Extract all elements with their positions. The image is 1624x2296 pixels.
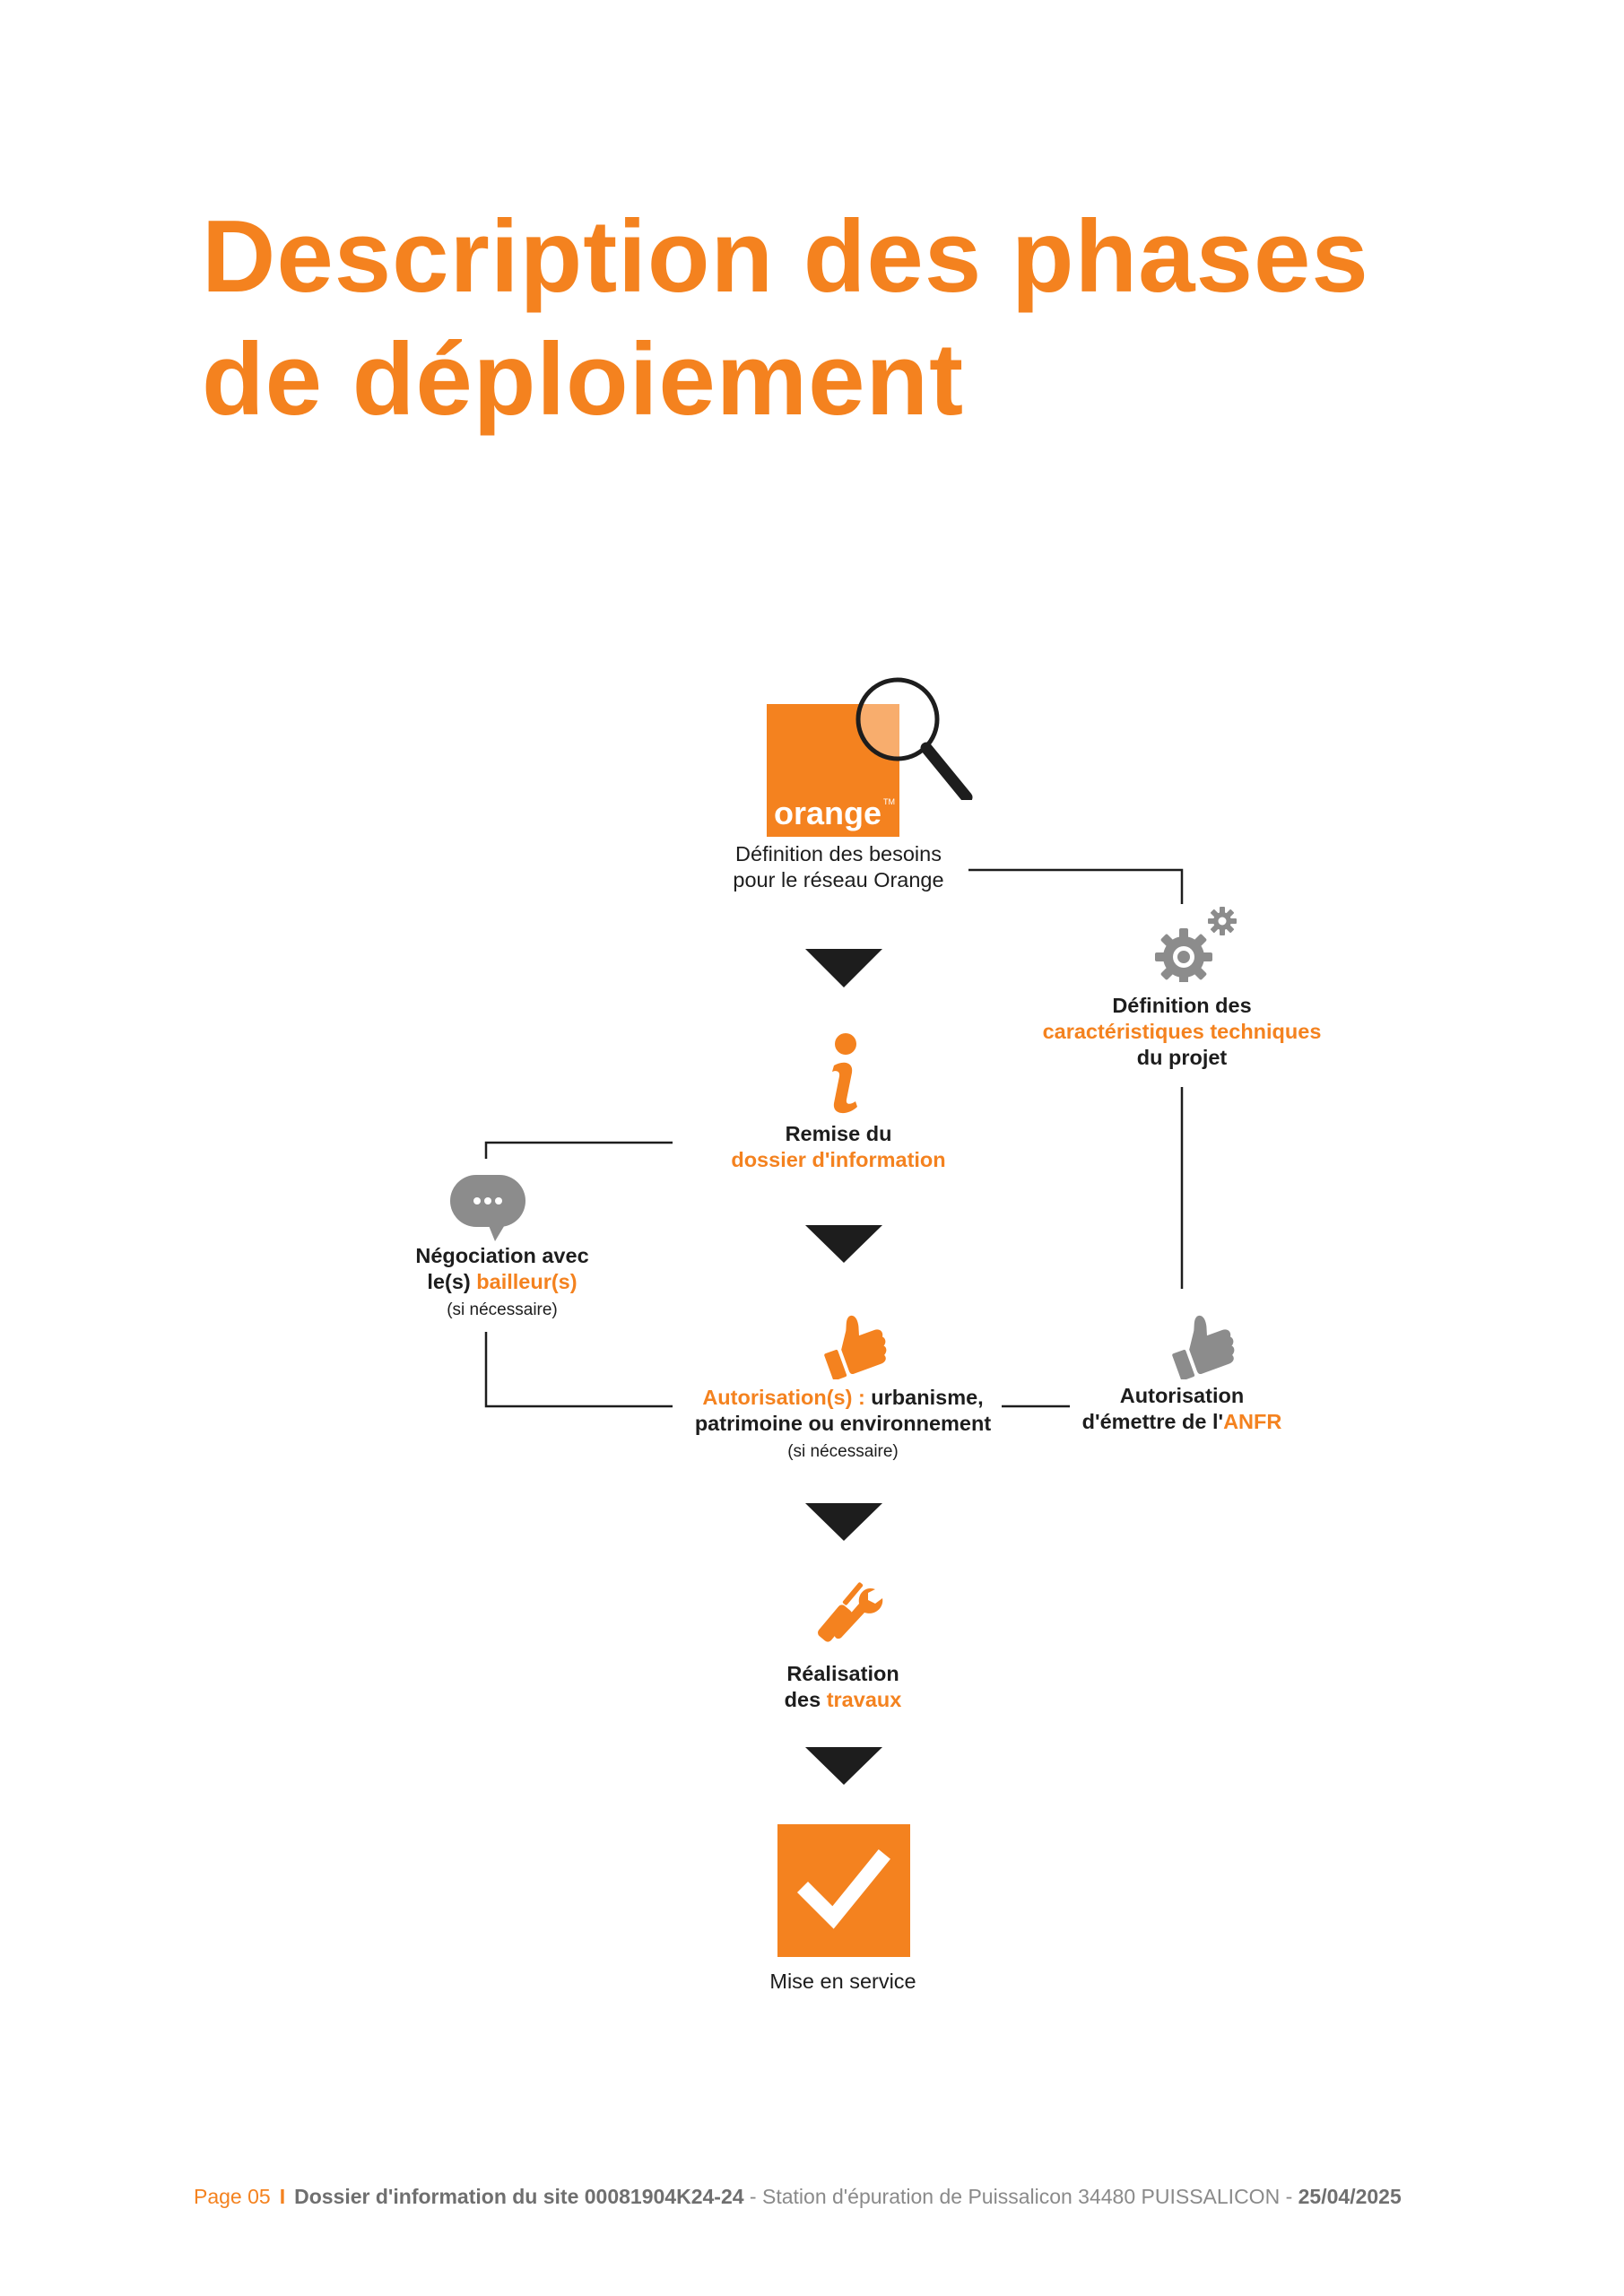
flow-arrow-2 (805, 1225, 882, 1263)
step-negociation-bailleurs: bailleur(s) (476, 1270, 578, 1293)
thumbs-up-icon (824, 1315, 887, 1379)
orange-logo-wordmark: orange (774, 795, 882, 831)
step-autorisations-line-2: patrimoine ou environnement (694, 1412, 992, 1435)
step-travaux-line-1: Réalisation (786, 1662, 899, 1685)
orange-logo-tm: TM (883, 797, 895, 806)
checkmark-icon (777, 1824, 910, 1957)
flow-arrow-3 (805, 1503, 882, 1541)
connector-besoins-techniques (968, 868, 1184, 904)
footer-page-number: Page 05 (194, 2185, 271, 2208)
step-techniques-line-1: Définition des (1112, 994, 1252, 1017)
step-techniques-line-3: du projet (1136, 1046, 1228, 1069)
step-anfr-acronym: ANFR (1223, 1410, 1282, 1433)
step-service-line: Mise en service (769, 1970, 916, 1993)
page-title-line-2: de déploiement (202, 323, 965, 437)
page-footer: Page 05 I Dossier d'information du site 00… (194, 2185, 1494, 2209)
step-anfr-label: Autorisation d'émettre de l'ANFR (1061, 1383, 1303, 1435)
flow-arrow-4 (805, 1747, 882, 1785)
page-title-line-1: Description des phases (202, 200, 1369, 314)
step-negociation-note: (si nécessaire) (447, 1300, 558, 1319)
step-techniques-line-2: caractéristiques techniques (1042, 1020, 1322, 1043)
orange-logo: orange TM (767, 704, 899, 837)
footer-dash-2: - (1280, 2185, 1298, 2208)
step-negociation-label: Négociation avec le(s) bailleur(s) (si n… (368, 1243, 637, 1322)
step-anfr-line-1: Autorisation (1119, 1384, 1245, 1407)
page-title: Description des phases de déploiement (202, 196, 1457, 441)
step-besoins-label: Définition des besoins pour le réseau Or… (695, 841, 982, 893)
step-remise-line-1: Remise du (785, 1122, 892, 1145)
step-anfr-line-2-prefix: d'émettre de l' (1081, 1410, 1224, 1433)
gear-icon (1155, 907, 1237, 982)
connector-negociation-autorisations (484, 1332, 673, 1408)
footer-document: Dossier d'information du site 00081904K2… (294, 2185, 744, 2208)
footer-dash-1: - (743, 2185, 762, 2208)
footer-location: Station d'épuration de Puissalicon 34480… (762, 2185, 1281, 2208)
step-remise-line-2: dossier d'information (731, 1148, 946, 1171)
step-besoins-line-1: Définition des besoins (735, 842, 942, 865)
step-anfr-line-2: d'émettre de l'ANFR (1061, 1409, 1303, 1435)
step-autorisations-line-1: Autorisation(s) : urbanisme, (686, 1385, 1000, 1411)
step-autorisations-title: Autorisation(s) : (702, 1386, 865, 1409)
step-travaux-line-2-prefix: des (784, 1688, 827, 1711)
footer-separator: I (279, 2185, 286, 2208)
thumbs-up-icon (1172, 1315, 1235, 1379)
magnifier-icon (855, 677, 973, 800)
step-techniques-label: Définition des caractéristiques techniqu… (1029, 993, 1334, 1071)
step-autorisations-urbanisme: urbanisme, (864, 1386, 984, 1409)
step-service-label: Mise en service (699, 1969, 986, 1995)
orange-logo-square (767, 704, 899, 837)
flow-arrow-1 (805, 949, 882, 987)
tools-icon (818, 1582, 883, 1642)
step-negociation-line-2-prefix: le(s) (427, 1270, 477, 1293)
step-remise-label: Remise du dossier d'information (699, 1121, 977, 1173)
step-travaux-keyword: travaux (826, 1688, 902, 1711)
info-icon (832, 1033, 857, 1114)
step-travaux-label: Réalisation des travaux (717, 1661, 968, 1713)
footer-date: 25/04/2025 (1298, 2185, 1402, 2208)
speech-bubble-icon (450, 1175, 525, 1241)
step-autorisations-label: Autorisation(s) : urbanisme, patrimoine … (686, 1385, 1000, 1464)
connector-remise-negociation (484, 1141, 673, 1159)
step-autorisations-note: (si nécessaire) (787, 1442, 899, 1461)
step-negociation-line-2: le(s) bailleur(s) (368, 1269, 637, 1295)
step-negociation-line-1: Négociation avec (415, 1244, 589, 1267)
step-besoins-line-2: pour le réseau Orange (733, 868, 944, 891)
step-travaux-line-2: des travaux (717, 1687, 968, 1713)
